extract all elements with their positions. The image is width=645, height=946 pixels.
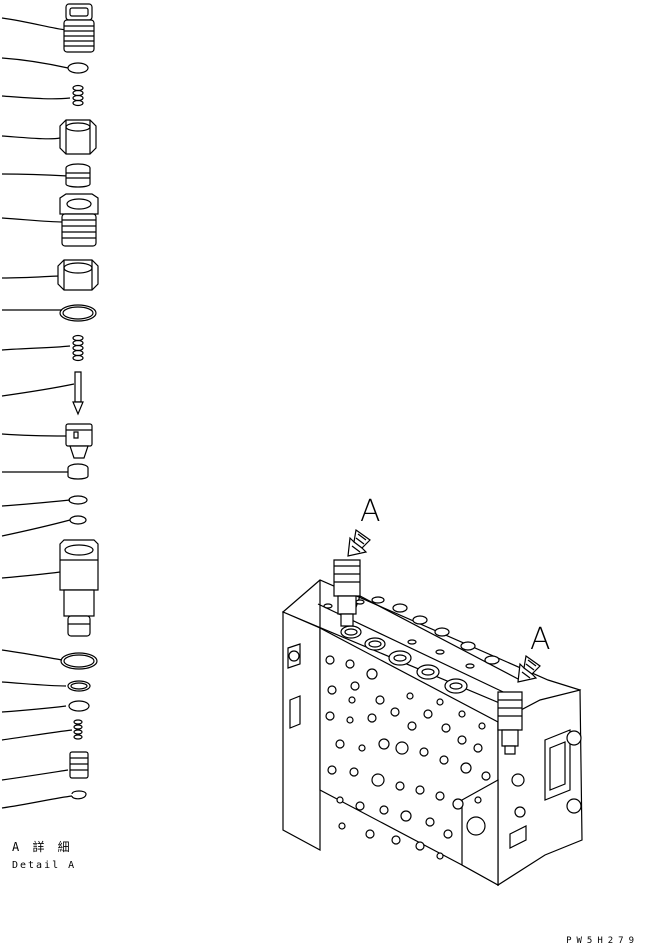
poppet-icon (66, 424, 92, 458)
spring-2-icon (73, 336, 83, 361)
poppet-pin-icon (73, 372, 83, 414)
control-valve-block (283, 580, 582, 885)
o-ring-large-icon (61, 653, 97, 669)
seat-icon (68, 464, 88, 479)
arrow-icon-right (518, 656, 540, 682)
piston-icon (70, 752, 88, 778)
sleeve-icon (66, 164, 90, 187)
arrow-icon-left (348, 530, 370, 556)
relief-valve-right (498, 692, 522, 754)
o-ring-icon (60, 305, 96, 321)
front-ports (326, 656, 490, 859)
callout-label: A (360, 494, 381, 529)
spring-icon (73, 86, 83, 106)
backup-ring-2-icon (68, 681, 90, 691)
adjust-body-icon (60, 194, 98, 246)
backup-ring-icon (69, 496, 87, 504)
nut-icon (60, 120, 96, 154)
plug-icon (64, 4, 94, 52)
detail-label-jp: A 詳 細 (12, 840, 73, 854)
detail-label-en: Detail A (12, 860, 77, 871)
spring-3-icon (74, 720, 82, 739)
o-ring-small-icon (70, 516, 86, 524)
o-ring-2-icon (69, 701, 89, 711)
relief-valve-left (334, 560, 360, 626)
valve-body-icon (60, 540, 98, 636)
figure-code: PW5H279 (566, 936, 639, 946)
callout-label: A (530, 622, 551, 657)
lock-nut-icon (58, 260, 98, 290)
snap-ring-icon (72, 791, 86, 799)
small-ring-icon (68, 63, 88, 73)
leader-lines (2, 18, 74, 808)
